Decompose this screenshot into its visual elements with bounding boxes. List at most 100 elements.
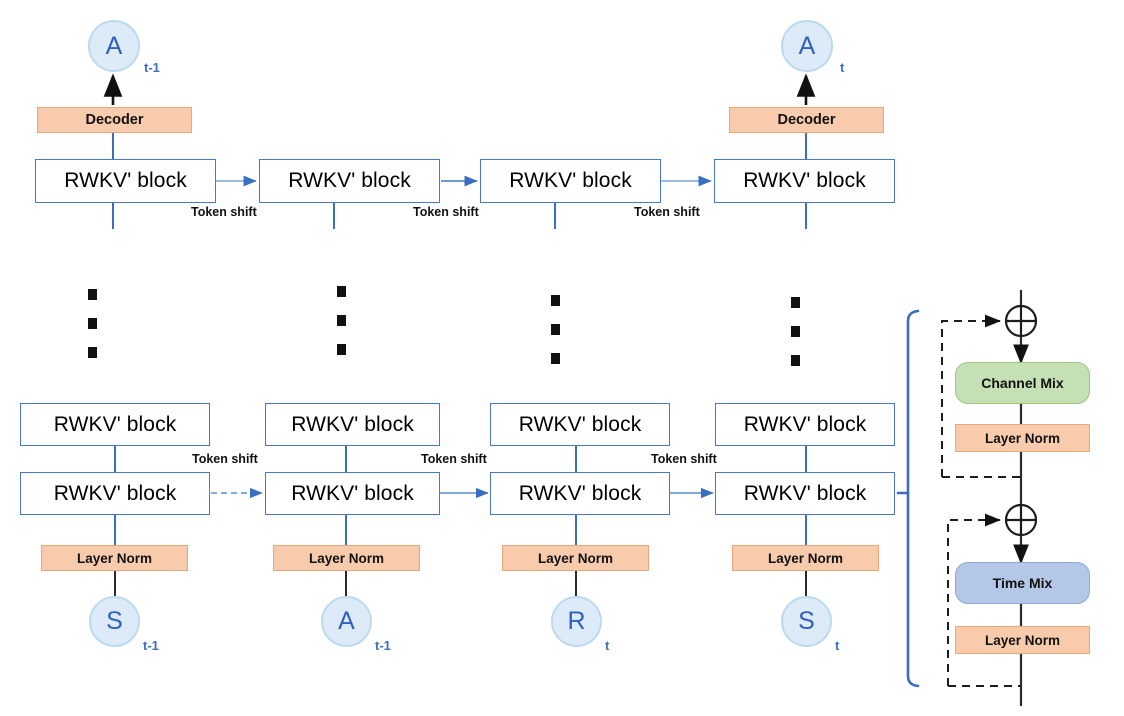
output-subscript-1: t-1 (144, 60, 160, 75)
ellipsis-dot-c1-1 (88, 289, 97, 300)
connector-col2-ln-input (345, 571, 347, 596)
bottom-upper-rwkv-block-1: RWKV' block (20, 403, 210, 446)
input-symbol-2: A (338, 607, 355, 635)
connector-top3-down (554, 203, 557, 229)
output-circle-1: A (88, 20, 140, 72)
detail-layer-norm-upper-label: Layer Norm (984, 430, 1061, 446)
connector-top2-down (333, 203, 336, 229)
ellipsis-dot-c3-3 (551, 353, 560, 364)
ellipsis-dot-c2-3 (337, 344, 346, 355)
bracket-upper-arm (896, 309, 920, 495)
token-shift-bottom-3: Token shift (651, 452, 717, 466)
bottom-lower-rwkv-block-3: RWKV' block (490, 472, 670, 515)
output-symbol-4: A (798, 31, 816, 60)
bottom-lower-rwkv-block-4: RWKV' block (715, 472, 895, 515)
input-symbol-1: S (106, 607, 123, 635)
connector-col3-upper-lower (575, 446, 578, 472)
connector-col4-lower-ln (805, 515, 808, 545)
ellipsis-dot-c4-3 (791, 355, 800, 366)
layer-norm-label-1: Layer Norm (76, 550, 153, 566)
input-subscript-1: t-1 (143, 638, 159, 653)
connector-col3-ln-input (575, 571, 577, 596)
ellipsis-dot-c4-1 (791, 297, 800, 308)
input-subscript-3: t (605, 638, 610, 653)
input-subscript-2: t-1 (375, 638, 391, 653)
add-operator-top-glyph (1004, 304, 1038, 338)
token-shift-bottom-1: Token shift (192, 452, 258, 466)
bottom-upper-rwkv-label-4: RWKV' block (743, 412, 867, 436)
bottom-lower-rwkv-label-1: RWKV' block (53, 481, 177, 505)
decoder-box-1: Decoder (37, 107, 192, 133)
top-rwkv-block-4: RWKV' block (714, 159, 895, 203)
decoder-box-4: Decoder (729, 107, 884, 133)
connector-top1-down (112, 203, 115, 229)
layer-norm-label-4: Layer Norm (767, 550, 844, 566)
detail-layer-norm-lower: Layer Norm (955, 626, 1090, 654)
bottom-lower-rwkv-label-4: RWKV' block (743, 481, 867, 505)
input-subscript-4: t (835, 638, 840, 653)
bottom-lower-rwkv-label-3: RWKV' block (518, 481, 642, 505)
bottom-lower-rwkv-block-1: RWKV' block (20, 472, 210, 515)
ellipsis-dot-c3-1 (551, 295, 560, 306)
input-circle-4: S (781, 596, 832, 647)
bottom-lower-rwkv-block-2: RWKV' block (265, 472, 440, 515)
bottom-upper-rwkv-label-2: RWKV' block (291, 412, 414, 436)
ellipsis-dot-c1-3 (88, 347, 97, 358)
bottom-lower-rwkv-label-2: RWKV' block (291, 481, 414, 505)
time-mix-box: Time Mix (955, 562, 1090, 604)
top-rwkv-label-4: RWKV' block (743, 169, 866, 192)
bottom-upper-rwkv-label-3: RWKV' block (518, 412, 642, 436)
time-mix-label: Time Mix (992, 575, 1053, 591)
connector-col2-lower-ln (345, 515, 348, 545)
ellipsis-dot-c2-1 (337, 286, 346, 297)
connector-col1-ln-input (114, 571, 116, 596)
token-shift-bottom-2: Token shift (421, 452, 487, 466)
connector-col3-lower-ln (575, 515, 578, 545)
ellipsis-dot-c4-2 (791, 326, 800, 337)
ellipsis-dot-c1-2 (88, 318, 97, 329)
connector-col4-upper-lower (805, 446, 808, 472)
layer-norm-label-3: Layer Norm (537, 550, 614, 566)
output-subscript-4: t (840, 60, 845, 75)
top-rwkv-label-3: RWKV' block (509, 169, 632, 192)
top-rwkv-label-2: RWKV' block (288, 169, 411, 192)
channel-mix-box: Channel Mix (955, 362, 1090, 404)
connector-col2-upper-lower (345, 446, 348, 472)
detail-layer-norm-upper: Layer Norm (955, 424, 1090, 452)
input-circle-3: R (551, 596, 602, 647)
top-rwkv-label-1: RWKV' block (64, 169, 187, 192)
layer-norm-box-1: Layer Norm (41, 545, 188, 571)
input-circle-1: S (89, 596, 140, 647)
token-shift-top-2: Token shift (413, 205, 479, 219)
input-symbol-4: S (798, 607, 815, 635)
bottom-upper-rwkv-label-1: RWKV' block (53, 412, 177, 436)
add-operator-bottom-glyph (1004, 503, 1038, 537)
connector-top4-down (805, 203, 808, 229)
ellipsis-dot-c2-2 (337, 315, 346, 326)
top-rwkv-block-3: RWKV' block (480, 159, 661, 203)
layer-norm-label-2: Layer Norm (308, 550, 385, 566)
decoder-label-4: Decoder (777, 112, 836, 128)
connector-col4-ln-input (805, 571, 807, 596)
top-rwkv-block-1: RWKV' block (35, 159, 216, 203)
bracket-lower-arm (906, 491, 920, 688)
output-circle-4: A (781, 20, 833, 72)
token-shift-top-1: Token shift (191, 205, 257, 219)
output-symbol-1: A (105, 31, 123, 60)
layer-norm-box-3: Layer Norm (502, 545, 649, 571)
channel-mix-label: Channel Mix (981, 375, 1064, 391)
input-symbol-3: R (567, 607, 586, 635)
token-shift-top-3: Token shift (634, 205, 700, 219)
bottom-upper-rwkv-block-2: RWKV' block (265, 403, 440, 446)
layer-norm-box-4: Layer Norm (732, 545, 879, 571)
connector-col1-upper-lower (114, 446, 117, 472)
ellipsis-dot-c3-2 (551, 324, 560, 335)
top-rwkv-block-2: RWKV' block (259, 159, 440, 203)
connector-block4-to-decoder4 (805, 133, 808, 161)
layer-norm-box-2: Layer Norm (273, 545, 420, 571)
bottom-upper-rwkv-block-4: RWKV' block (715, 403, 895, 446)
connector-block1-to-decoder1 (112, 133, 115, 161)
connector-col1-lower-ln (114, 515, 117, 545)
detail-layer-norm-lower-label: Layer Norm (984, 632, 1061, 648)
